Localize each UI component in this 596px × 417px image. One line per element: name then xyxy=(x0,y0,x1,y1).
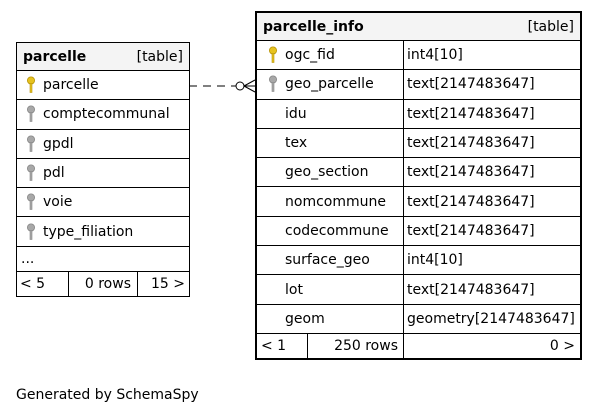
row-count: 250 rows xyxy=(308,333,404,358)
table-header: parcelle_info [table] xyxy=(257,13,580,41)
column-row[interactable]: codecommune text[2147483647] xyxy=(257,216,580,247)
table-name: parcelle xyxy=(23,48,87,65)
table-kind: [table] xyxy=(527,18,574,35)
foreign-key-icon xyxy=(23,223,39,241)
column-name: codecommune xyxy=(285,222,389,239)
column-row[interactable]: geo_parcelle text[2147483647] xyxy=(257,70,580,100)
column-row[interactable]: geo_section text[2147483647] xyxy=(257,158,580,188)
column-type: text[2147483647] xyxy=(407,135,535,152)
column-name-cell: lot xyxy=(257,275,404,304)
column-name: idu xyxy=(285,105,307,122)
column-name-cell: nomcommune xyxy=(257,187,404,216)
column-name: parcelle xyxy=(43,77,99,94)
parents-count[interactable]: < 1 xyxy=(257,333,308,358)
foreign-key-icon xyxy=(23,164,39,182)
column-row[interactable]: gpdl xyxy=(17,130,189,159)
column-name: comptecommunal xyxy=(43,106,170,123)
column-name: ogc_fid xyxy=(285,47,335,64)
column-name-cell: ogc_fid xyxy=(257,41,404,70)
column-name: nomcommune xyxy=(285,193,386,210)
column-name: geo_section xyxy=(285,164,369,181)
column-row[interactable]: parcelle xyxy=(17,71,189,101)
column-name-cell: parcelle xyxy=(17,71,189,99)
column-row[interactable]: surface_geo int4[10] xyxy=(257,246,580,276)
foreign-key-icon xyxy=(23,135,39,153)
column-name-cell: pdl xyxy=(17,159,189,187)
column-name-cell: voie xyxy=(17,188,189,216)
column-name-cell: gpdl xyxy=(17,130,189,158)
table-footer: < 1 250 rows 0 > xyxy=(257,333,580,358)
column-row[interactable]: type_filiation xyxy=(17,217,189,247)
zero-cardinality-circle xyxy=(235,81,245,91)
primary-key-icon xyxy=(23,76,39,94)
column-name: geom xyxy=(285,310,325,327)
column-name: tex xyxy=(285,135,308,152)
column-type: text[2147483647] xyxy=(407,281,535,298)
column-name: lot xyxy=(285,281,303,298)
table-footer: < 5 0 rows 15 > xyxy=(17,271,189,296)
column-name-cell: surface_geo xyxy=(257,246,404,275)
column-row[interactable]: comptecommunal xyxy=(17,100,189,130)
column-name-cell: comptecommunal xyxy=(17,100,189,128)
table-name: parcelle_info xyxy=(263,18,364,35)
column-type: text[2147483647] xyxy=(407,76,535,93)
column-name: voie xyxy=(43,194,73,211)
column-row[interactable]: geom geometry[2147483647] xyxy=(257,304,580,334)
column-name-cell: idu xyxy=(257,99,404,128)
primary-key-icon xyxy=(265,46,281,64)
crows-foot-lower xyxy=(243,85,256,93)
column-row[interactable]: idu text[2147483647] xyxy=(257,99,580,129)
children-count[interactable]: 15 > xyxy=(151,275,185,292)
table-header: parcelle [table] xyxy=(17,43,189,71)
column-type: int4[10] xyxy=(407,47,463,64)
column-name-cell: tex xyxy=(257,128,404,158)
column-row[interactable]: lot text[2147483647] xyxy=(257,275,580,305)
column-type: int4[10] xyxy=(407,252,463,269)
column-row[interactable]: ogc_fid int4[10] xyxy=(257,41,580,71)
parents-count[interactable]: < 5 xyxy=(17,271,69,296)
column-row[interactable]: nomcommune text[2147483647] xyxy=(257,187,580,217)
column-name-cell: codecommune xyxy=(257,216,404,246)
column-name: gpdl xyxy=(43,135,74,152)
column-name: type_filiation xyxy=(43,223,134,240)
column-name: surface_geo xyxy=(285,252,370,269)
table-parcelle-info[interactable]: parcelle_info [table] ogc_fid int4[10] geo… xyxy=(255,11,582,360)
column-name: geo_parcelle xyxy=(285,76,374,93)
table-kind: [table] xyxy=(136,48,183,65)
column-type: text[2147483647] xyxy=(407,193,535,210)
column-name-cell: type_filiation xyxy=(17,217,189,245)
generated-by-label: Generated by SchemaSpy xyxy=(16,387,199,403)
column-type: text[2147483647] xyxy=(407,164,535,181)
more-columns: ... xyxy=(17,247,189,272)
table-parcelle[interactable]: parcelle [table] parcelle comptecommunal g… xyxy=(16,42,190,297)
column-row[interactable]: voie xyxy=(17,188,189,218)
column-name: pdl xyxy=(43,165,65,182)
foreign-key-icon xyxy=(23,105,39,123)
foreign-key-icon xyxy=(23,193,39,211)
column-name-cell: geo_section xyxy=(257,158,404,187)
column-type: geometry[2147483647] xyxy=(407,310,575,327)
row-count: 0 rows xyxy=(69,271,138,296)
children-count[interactable]: 0 > xyxy=(549,337,575,354)
column-name-cell: geo_parcelle xyxy=(257,70,404,99)
column-type: text[2147483647] xyxy=(407,105,535,122)
column-row[interactable]: tex text[2147483647] xyxy=(257,128,580,159)
column-type: text[2147483647] xyxy=(407,222,535,239)
crows-foot-upper xyxy=(243,79,256,87)
foreign-key-icon xyxy=(265,75,281,93)
column-name-cell: geom xyxy=(257,304,404,333)
column-row[interactable]: pdl xyxy=(17,159,189,189)
